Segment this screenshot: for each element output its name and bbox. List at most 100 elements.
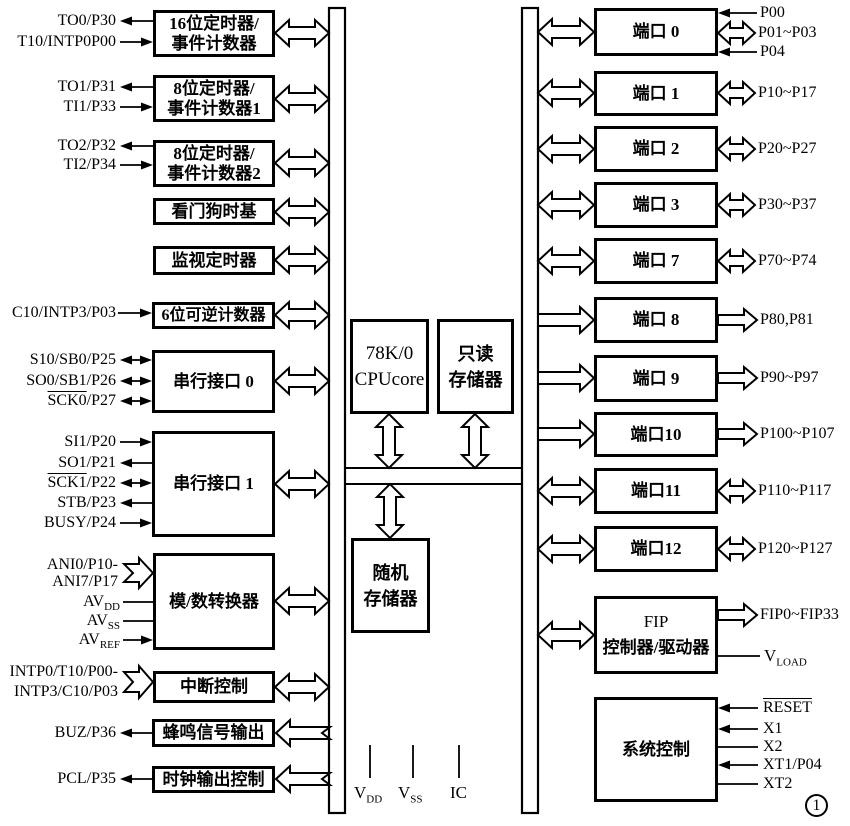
signal-label-part: DD [104, 601, 120, 614]
double-arrow [273, 17, 331, 49]
arrow-left [274, 717, 333, 749]
arrow-right [717, 601, 759, 629]
double-arrow [536, 16, 596, 48]
block-serial0: 串行接口 0 [152, 350, 275, 413]
block-label: 随机 [372, 562, 409, 583]
signal-label-c10: C10/INTP3/P03 [11, 304, 116, 321]
double-arrow [273, 83, 331, 115]
arrowhead [120, 774, 132, 784]
signal-label-p90-97: P90~P97 [760, 369, 819, 386]
signal-label-p00: P00 [760, 4, 785, 21]
block-label: 端口10 [630, 424, 682, 444]
double-arrow [716, 19, 757, 47]
signal-label-avdd: AVDD [83, 592, 120, 613]
block-label: 端口 8 [632, 310, 680, 329]
signal-label-vload: VLOAD [764, 646, 807, 668]
block-label: 事件计数器2 [167, 163, 261, 183]
block-label: 16位定时器/ [169, 13, 259, 33]
signal-label-ti0: T10/INTP0P00 [17, 33, 116, 50]
block-cpu-core: 78K/0 CPUcore [350, 319, 429, 414]
signal-label-ti1: TI1/P33 [63, 98, 116, 115]
signal-label-part: LOAD [776, 656, 807, 669]
block-port8: 端口 8 [594, 297, 718, 343]
double-arrow [536, 475, 596, 507]
arrow-right [121, 555, 155, 591]
signal-label-part: /P27 [86, 392, 116, 409]
double-arrow [716, 535, 757, 563]
arrowhead [140, 478, 152, 488]
signal-label-p20-27: P20~P27 [758, 140, 817, 157]
arrowhead [140, 518, 152, 528]
arrowhead [120, 355, 132, 365]
block-label: 端口 2 [632, 139, 680, 158]
pin-label-part: SS [410, 793, 423, 806]
arrowhead [141, 160, 153, 170]
signal-label-p01-03: P01~P03 [758, 24, 817, 41]
block-label: 78K/0 [365, 342, 414, 364]
signal-label-p120-127: P120~P127 [758, 540, 833, 557]
double-arrow [273, 468, 331, 500]
block-label: CPUcore [354, 368, 425, 390]
block-ram: 随机 存储器 [351, 538, 430, 633]
block-label: 系统控制 [622, 739, 690, 759]
double-arrow [273, 585, 331, 617]
signal-label-part: SCK0 [47, 392, 87, 409]
block-port2: 端口 2 [594, 126, 718, 172]
block-timer8-2: 8位定时器/ 事件计数器2 [153, 140, 275, 187]
block-label: 端口12 [630, 539, 682, 558]
arrow-right [717, 306, 759, 334]
arrowhead [120, 16, 132, 26]
arrowhead [120, 141, 132, 151]
double-arrow [273, 147, 331, 179]
signal-label-p70-74: P70~P74 [758, 252, 817, 269]
signal-label-part: AV [78, 631, 100, 648]
block-label: 8位定时器/ [173, 143, 255, 163]
block-label: 端口 1 [632, 83, 680, 103]
signal-label-xt1: XT1/P04 [763, 756, 822, 773]
double-arrow [716, 247, 757, 275]
arrowhead [140, 355, 152, 365]
signal-label-to2: TO2/P32 [57, 137, 116, 154]
block-label: 看门狗时基 [171, 201, 257, 221]
block-rom: 只读 存储器 [437, 319, 514, 414]
double-arrow [273, 299, 331, 331]
arrow-right [717, 420, 759, 448]
block-adc: 模/数转换器 [153, 553, 275, 650]
signal-label-pcl: PCL/P35 [57, 770, 116, 787]
block-label: 端口 9 [632, 368, 680, 388]
block-label: 监视定时器 [171, 250, 257, 270]
block-interrupt-control: 中断控制 [153, 671, 275, 703]
block-monitor-timer: 监视定时器 [153, 246, 275, 275]
arrowhead [141, 37, 153, 47]
signal-label-buz: BUZ/P36 [54, 724, 116, 741]
double-arrow-vertical [373, 412, 405, 470]
signal-label-to1: TO1/P31 [57, 78, 116, 95]
signal-label-p100-107: P100~P107 [760, 425, 835, 442]
double-arrow [536, 133, 596, 165]
signal-label-so0: SO0/SB1/P26 [26, 372, 116, 389]
double-arrow [536, 77, 596, 109]
block-label: 8位定时器/ [173, 78, 255, 98]
internal-bus-right [520, 6, 540, 815]
figure-number-badge: 1 [805, 794, 828, 817]
signal-label-p80-81: P80,P81 [760, 311, 814, 328]
arrowhead [140, 396, 152, 406]
block-label: 端口 3 [632, 195, 680, 214]
block-timer8-1: 8位定时器/ 事件计数器1 [153, 75, 275, 122]
double-arrow [536, 189, 596, 221]
block-label: 只读 [457, 343, 494, 364]
signal-label-ti2: TI2/P34 [63, 156, 116, 173]
double-arrow [536, 533, 596, 565]
block-label: 蜂鸣信号输出 [162, 723, 265, 742]
pin-label-part: V [354, 783, 367, 802]
signal-label-p110-117: P110~P117 [758, 482, 832, 499]
block-label: 模/数转换器 [169, 591, 259, 611]
block-port1: 端口 1 [594, 71, 718, 116]
block-serial1: 串行接口 1 [152, 431, 275, 537]
block-port9: 端口 9 [594, 355, 718, 402]
block-system-control: 系统控制 [594, 697, 718, 802]
block-label: 时钟输出控制 [162, 769, 265, 789]
signal-label-si0: S10/SB0/P25 [29, 351, 116, 368]
